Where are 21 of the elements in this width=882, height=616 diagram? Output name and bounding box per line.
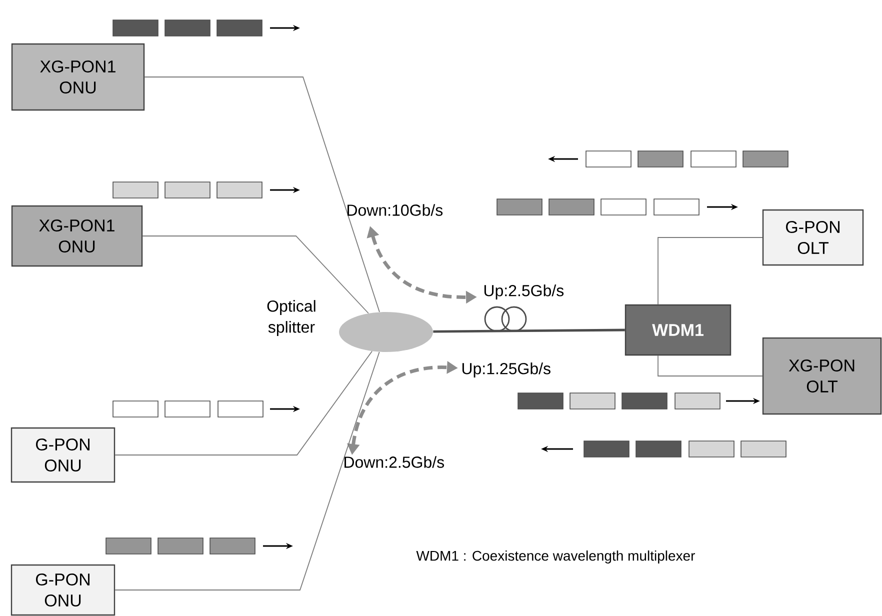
fiber-line (114, 352, 380, 590)
network-unit-box: XG-PON1 ONU (11, 205, 143, 267)
network-unit-box: WDM1 (624, 304, 732, 356)
rate-label: Up:2.5Gb/s (484, 284, 564, 300)
network-unit-box: XG-PON1 ONU (11, 43, 145, 111)
rate-label: Up:1.25Gb/s (462, 362, 550, 378)
note-text: WDM1 : Coexistence wavelength multiplexer (416, 550, 695, 564)
fiber-line (658, 237, 763, 305)
fiber-line (433, 328, 625, 333)
fiber-line (144, 76, 380, 312)
network-unit-box: G-PON OLT (762, 209, 864, 266)
fiber-line (114, 350, 372, 456)
network-unit-box: XG-PON OLT (762, 337, 882, 415)
network-unit-box: G-PON ONU (10, 427, 116, 483)
rate-label: Down:2.5Gb/s (344, 456, 444, 468)
network-unit-box: G-PON ONU (10, 564, 116, 616)
splitter-ellipse (339, 312, 433, 352)
fiber-line (142, 236, 369, 314)
node-caption: Optical splitter (267, 300, 316, 336)
fiber-line (658, 355, 763, 376)
rate-label: Down:10Gb/s (348, 204, 443, 216)
